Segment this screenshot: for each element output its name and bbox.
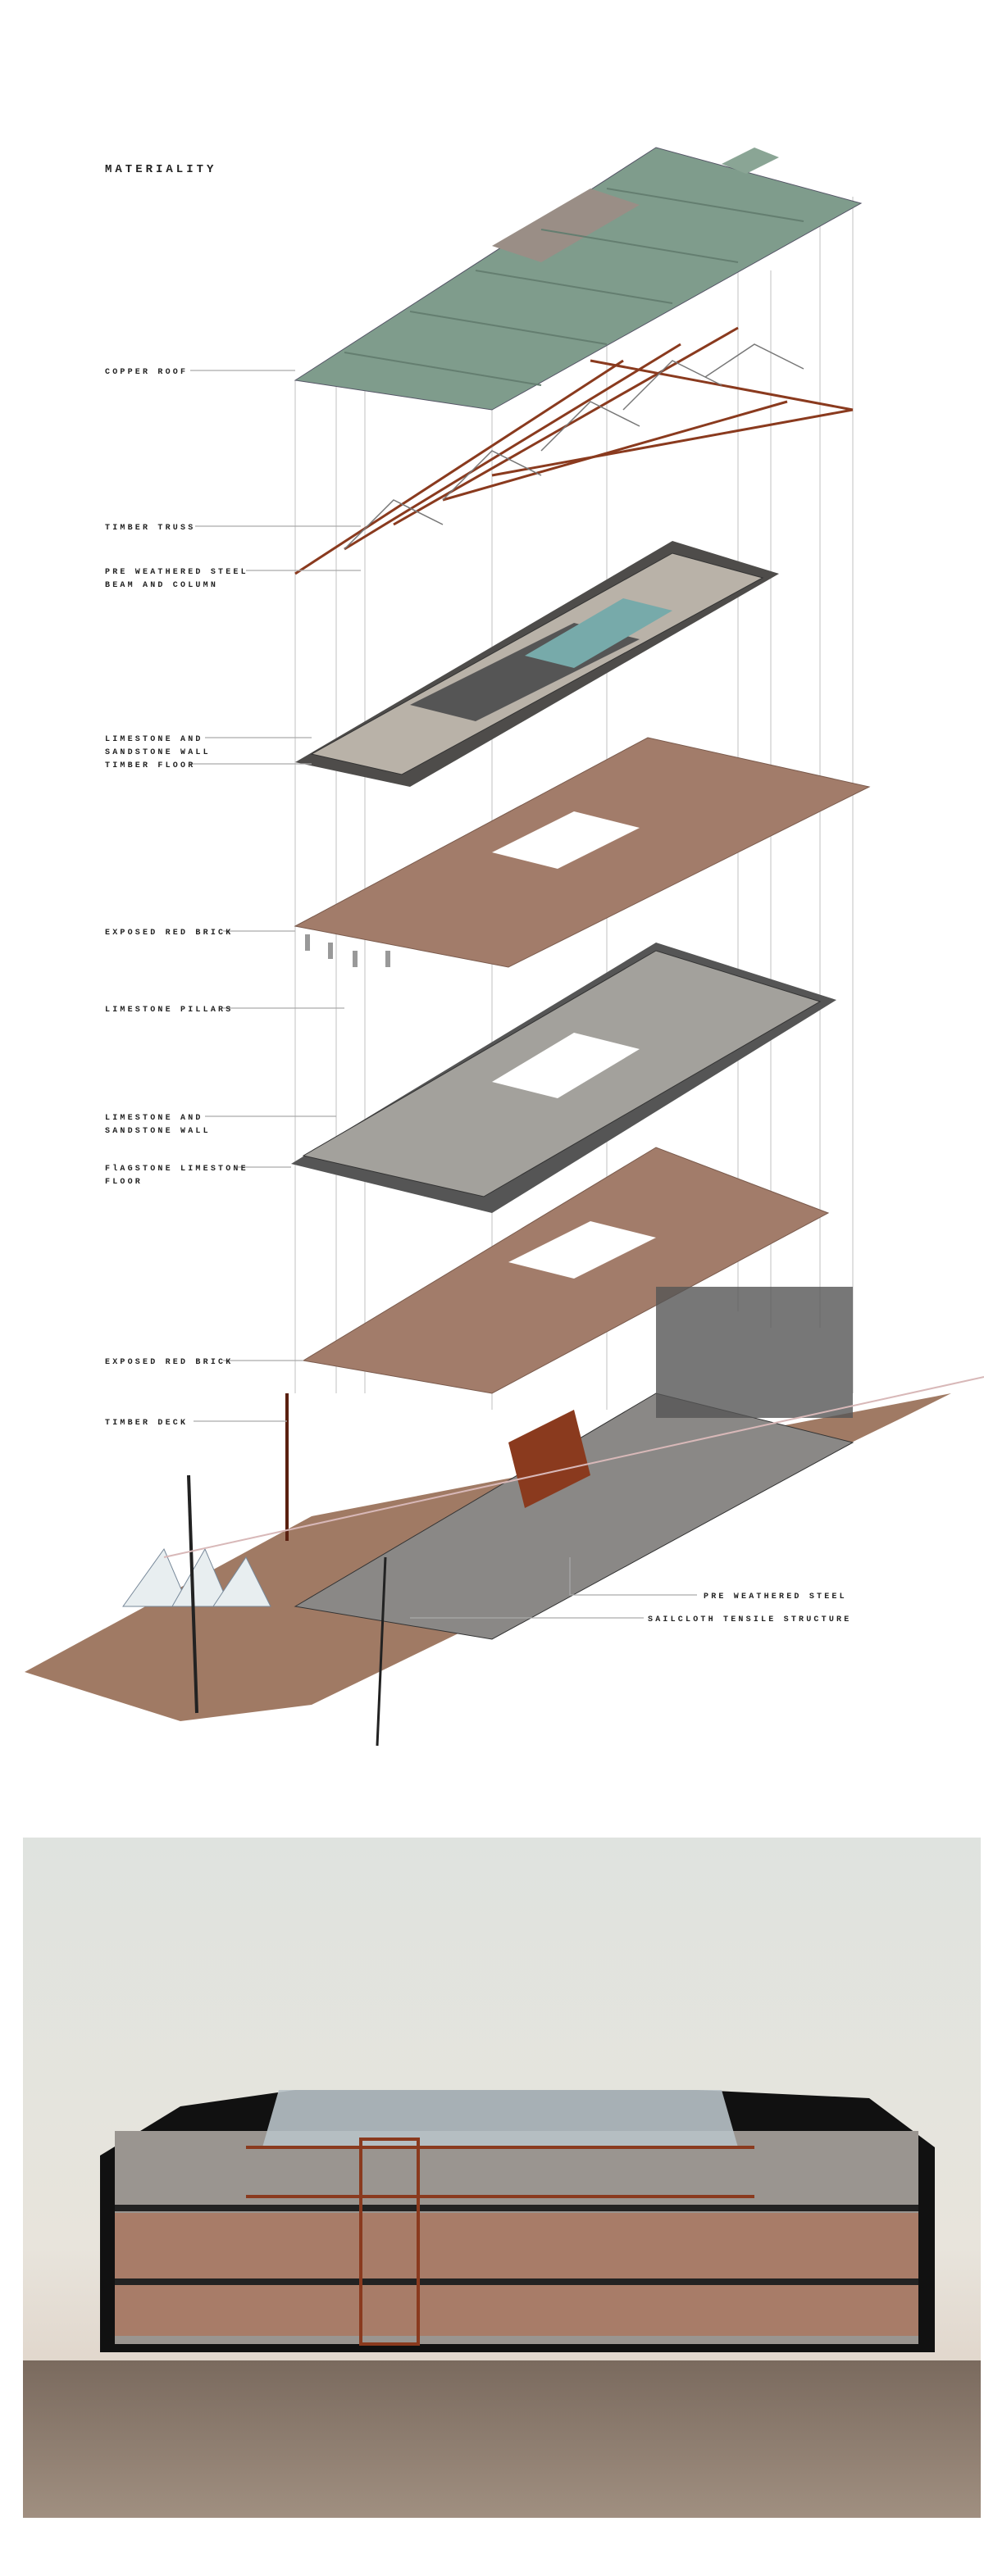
copper-roof-layer [294,147,863,411]
label-limestone-pillars: LIMESTONE PILLARS [105,1006,233,1015]
label-steel: PRE WEATHERED STEEL [704,1592,847,1601]
label-steel-beam-line1: PRE WEATHERED STEEL [105,568,248,577]
label-upper-wall-line2: SANDSTONE WALL [105,748,211,757]
ground-deck-layer [25,1287,984,1747]
label-flagstone-line1: FlAGSTONE LIMESTONE [105,1164,248,1174]
label-red-brick-lower: EXPOSED RED BRICK [105,1358,233,1367]
label-sailcloth: SAILCLOTH TENSILE STRUCTURE [648,1615,851,1624]
label-copper-roof: COPPER ROOF [105,368,188,377]
label-flagstone-line2: FLOOR [105,1178,143,1187]
flagstone-floor-layer [291,943,836,1213]
label-upper-wall-line1: LIMESTONE AND [105,735,203,744]
diagram-title: MATERIALITY [105,163,216,176]
label-red-brick-upper: EXPOSED RED BRICK [105,929,233,938]
building-section-render [23,1838,981,2518]
timber-floor-layer [295,541,779,787]
timber-truss-layer [294,326,854,575]
label-lower-wall-line1: LIMESTONE AND [105,1114,203,1123]
red-brick-lower-layer [302,1147,830,1394]
label-timber-truss: TIMBER TRUSS [105,524,195,533]
label-timber-floor: TIMBER FLOOR [105,761,195,770]
red-brick-upper-layer [294,737,871,968]
label-timber-deck: TIMBER DECK [105,1419,188,1428]
label-steel-beam-line2: BEAM AND COLUMN [105,581,218,590]
label-lower-wall-line2: SANDSTONE WALL [105,1127,211,1136]
